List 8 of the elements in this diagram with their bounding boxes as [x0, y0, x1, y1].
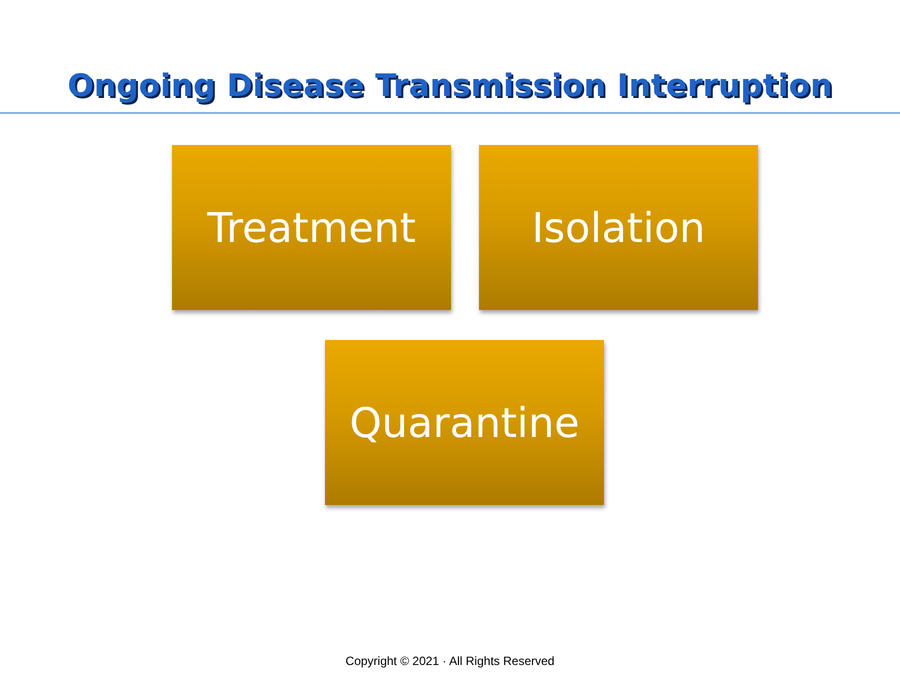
- slide-title: Ongoing Disease Transmission Interruption: [66, 68, 834, 104]
- box-label: Treatment: [207, 204, 416, 252]
- category-box: [325, 340, 604, 505]
- box-label: Isolation: [532, 204, 706, 252]
- box-label: Quarantine: [349, 398, 580, 446]
- category-box: [479, 145, 758, 310]
- copyright-notice: Copyright © 2021 · All Rights Reserved: [346, 654, 554, 668]
- category-box: [172, 145, 451, 310]
